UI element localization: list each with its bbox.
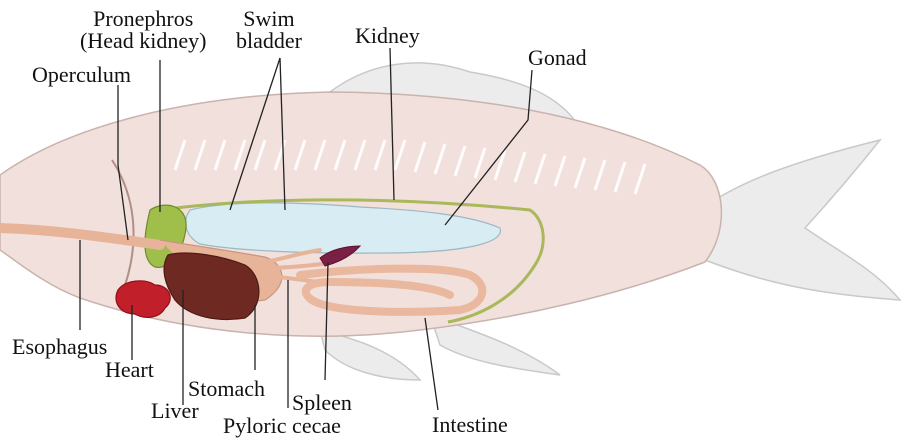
pelvic-fin — [320, 330, 420, 380]
caudal-fin — [700, 140, 900, 300]
heart — [116, 281, 170, 318]
label-operculum: Operculum — [32, 64, 131, 86]
label-gonad: Gonad — [528, 47, 587, 69]
label-pyloric-cecae: Pyloric cecae — [223, 415, 341, 437]
label-heart: Heart — [105, 359, 154, 381]
label-swim-bladder: Swim bladder — [236, 8, 302, 52]
label-spleen: Spleen — [292, 392, 352, 414]
label-esophagus: Esophagus — [12, 336, 107, 358]
label-liver: Liver — [151, 400, 199, 422]
label-stomach: Stomach — [188, 378, 265, 400]
label-pronephros: Pronephros (Head kidney) — [80, 8, 206, 52]
label-intestine: Intestine — [432, 414, 508, 436]
label-kidney: Kidney — [355, 25, 420, 47]
